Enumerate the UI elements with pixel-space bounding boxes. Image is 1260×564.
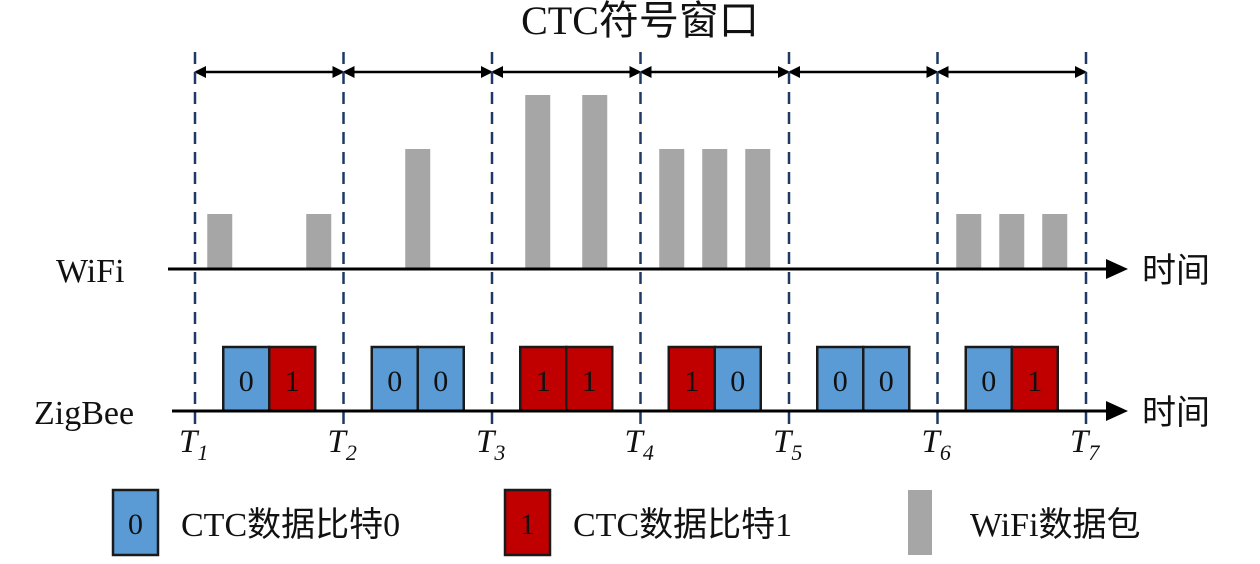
wifi-packet-w6-3: [1042, 214, 1068, 269]
bit-label-w6-1: 0: [981, 365, 996, 398]
time-mark-7: T7: [1070, 424, 1100, 465]
wifi-packet-w1-2: [306, 214, 332, 269]
bit-box-w4-1: [667, 345, 716, 413]
bit-box-w6-2: [1010, 345, 1059, 413]
bit-label-w5-1: 0: [833, 365, 848, 398]
legend-wifi-packet-swatch: [908, 490, 932, 555]
time-marks: T1 T2 T3 T4 T5 T6 T7: [179, 424, 1100, 465]
wifi-axis-label: 时间: [1142, 251, 1210, 291]
wifi-packet-w4-2: [702, 149, 728, 269]
wifi-packet-w3-1: [525, 95, 551, 269]
time-mark-3: T3: [476, 424, 505, 465]
wifi-packet-w1-1: [207, 214, 233, 269]
wifi-packets: [207, 95, 1068, 269]
wifi-packet-w2-1: [405, 149, 431, 269]
bit-label-w3-2: 1: [582, 365, 597, 398]
bit-label-w4-1: 1: [684, 365, 699, 398]
zigbee-axis-arrowhead-icon: [1106, 401, 1128, 421]
bit-box-w5-1: [816, 345, 865, 413]
wifi-packet-w4-3: [745, 149, 771, 269]
legend-label-wifi: WiFi数据包: [970, 506, 1141, 544]
bit-box-w6-1: [964, 345, 1013, 413]
wifi-packet-w6-1: [956, 214, 982, 269]
wifi-row-label: WiFi: [56, 253, 125, 290]
legend-bit0-swatch: [111, 488, 160, 557]
bit-box-w2-2: [416, 345, 465, 413]
bit-box-w1-1: [222, 345, 271, 413]
bit-label-w1-1: 0: [239, 365, 254, 398]
time-boundary-lines: [193, 52, 1088, 432]
bit-box-w5-2: [862, 345, 911, 413]
time-mark-4: T4: [625, 424, 654, 465]
wifi-packet-w6-2: [999, 214, 1025, 269]
time-mark-6: T6: [922, 424, 951, 465]
legend-bit1-swatch: [503, 488, 552, 557]
zigbee-axis-label: 时间: [1142, 393, 1210, 433]
wifi-axis-arrowhead-icon: [1106, 259, 1128, 279]
time-mark-1: T1: [179, 424, 208, 465]
wifi-packet-w3-2: [582, 95, 608, 269]
bit-label-w2-1: 0: [387, 365, 402, 398]
time-mark-2: T2: [328, 424, 357, 465]
legend-label-bit0: CTC数据比特0: [181, 506, 400, 544]
legend-bit0-symbol: 0: [128, 508, 143, 541]
legend-label-bit1: CTC数据比特1: [573, 506, 792, 544]
diagram-title: CTC符号窗口: [521, 0, 759, 43]
bit-label-w5-2: 0: [879, 365, 894, 398]
bit-label-w1-2: 1: [285, 365, 300, 398]
time-mark-5: T5: [773, 424, 802, 465]
legend: 0 CTC数据比特0 1 CTC数据比特1 WiFi数据包: [111, 488, 1141, 557]
wifi-packet-w4-1: [659, 149, 685, 269]
bit-label-w4-2: 0: [730, 365, 745, 398]
zigbee-row-label: ZigBee: [34, 395, 134, 432]
bit-label-w2-2: 0: [433, 365, 448, 398]
bit-label-w6-2: 1: [1027, 365, 1042, 398]
bit-label-w3-1: 1: [536, 365, 551, 398]
legend-bit1-symbol: 1: [520, 508, 535, 541]
